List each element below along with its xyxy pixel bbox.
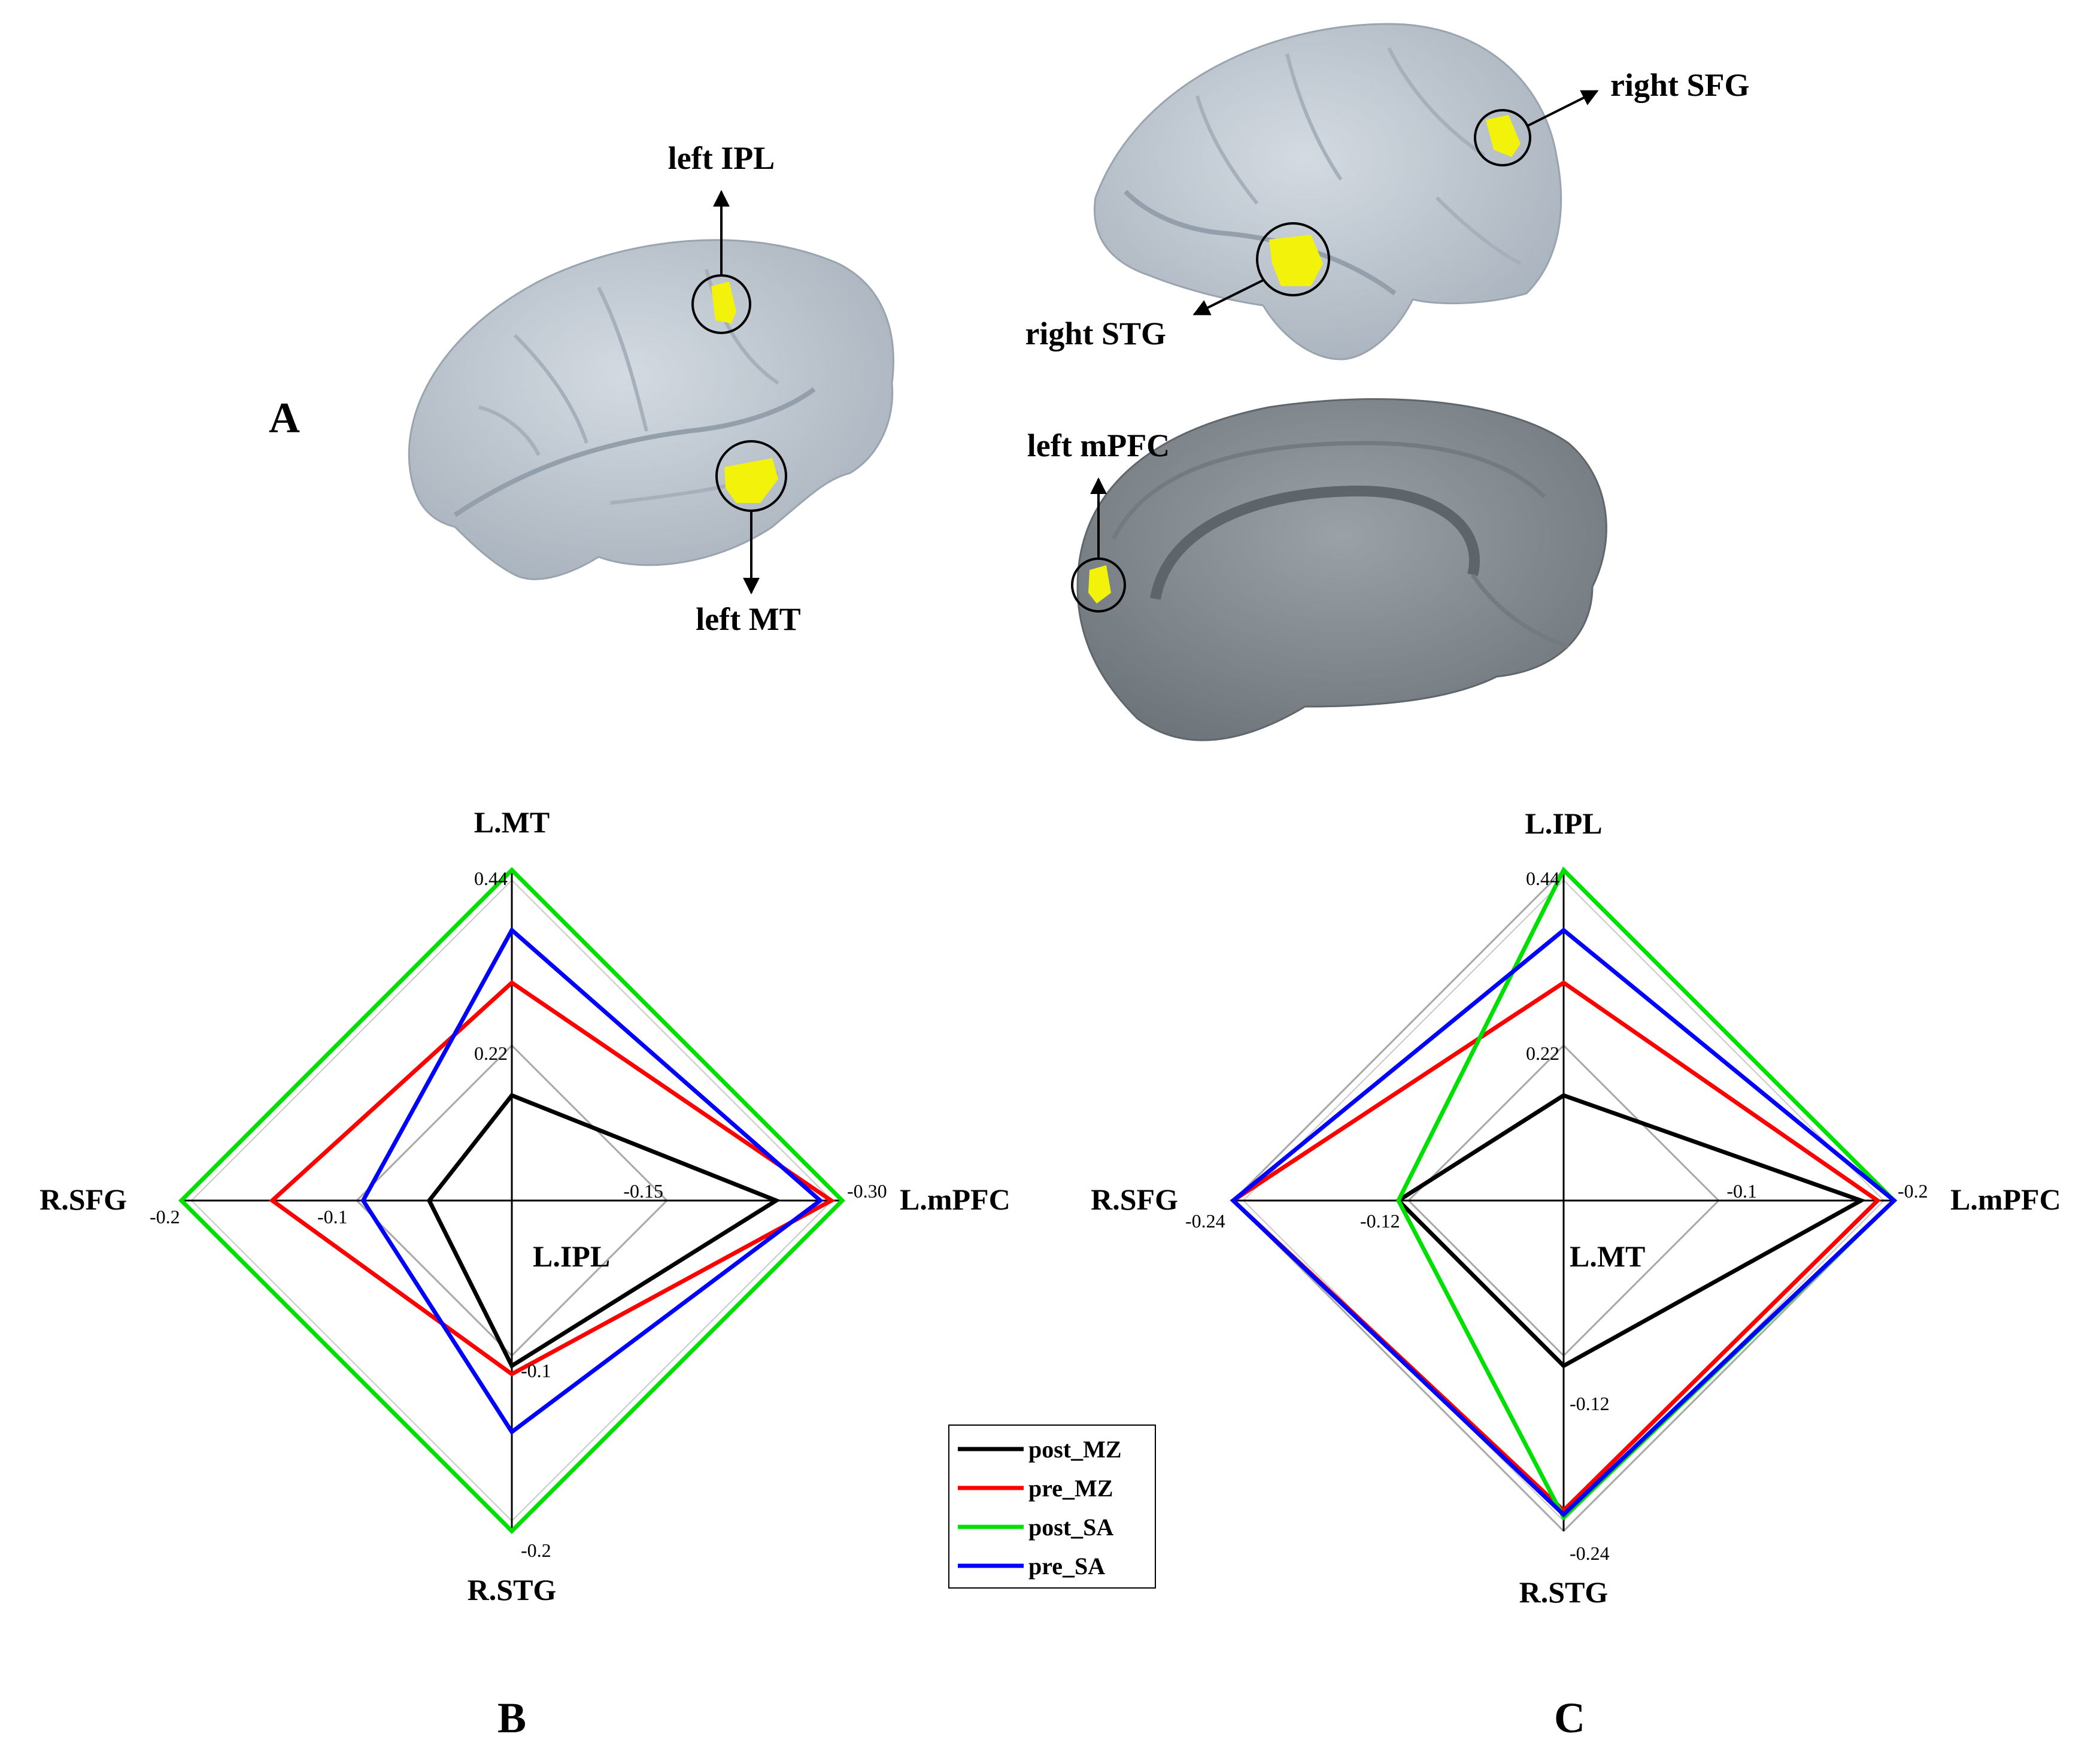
- right-sfg-arrow: [1527, 90, 1599, 127]
- left-mt-highlight: [724, 458, 778, 503]
- panel-a: A left IPL left MT: [269, 23, 1750, 741]
- right-sfg-label: right SFG: [1610, 67, 1750, 103]
- radar-c-series: [1230, 866, 1898, 1521]
- left-lateral-brain: left IPL left MT: [408, 140, 894, 637]
- radar-chart-c: L.IPL L.mPFC R.STG R.SFG L.MT 0.44 0.22 …: [1091, 807, 2061, 1742]
- radar-c-tick-right-mid: -0.1: [1726, 1180, 1757, 1202]
- left-lateral-surface: [408, 239, 894, 580]
- radar-b-tick-left-mid: -0.1: [317, 1206, 348, 1227]
- legend-item-post-sa: post_SA: [958, 1514, 1113, 1541]
- radar-c-series-pre-sa: [1230, 927, 1898, 1518]
- right-lateral-brain: right SFG right STG: [1025, 23, 1750, 360]
- radar-chart-b: L.MT L.mPFC R.STG R.SFG L.IPL 0.44 0.22 …: [40, 805, 1010, 1742]
- left-ipl-label: left IPL: [668, 140, 775, 176]
- radar-b-series-post-sa: [178, 867, 845, 1534]
- radar-b-axis-label-right: L.mPFC: [900, 1183, 1010, 1216]
- medial-sulcus-2: [1471, 574, 1570, 649]
- radar-b-tick-bottom-mid: -0.1: [521, 1360, 551, 1381]
- panel-b-letter: B: [497, 1694, 526, 1742]
- radar-b-tick-right-max: -0.30: [847, 1180, 887, 1202]
- radar-c-axis-label-top: L.IPL: [1525, 807, 1602, 840]
- radar-c-tick-bottom-mid: -0.12: [1570, 1393, 1610, 1414]
- legend-item-post-mz: post_MZ: [958, 1436, 1122, 1463]
- right-lateral-surface: [1094, 23, 1562, 360]
- radar-b-labels: L.MT L.mPFC R.STG R.SFG L.IPL 0.44 0.22 …: [40, 805, 1010, 1607]
- right-sulcus-3: [1387, 47, 1486, 157]
- radar-c-tick-bottom-max: -0.24: [1570, 1542, 1610, 1564]
- radar-b-series-post-mz: [426, 1093, 781, 1369]
- radar-c-tick-left-mid: -0.12: [1360, 1210, 1400, 1232]
- radar-b-tick-left-max: -0.2: [150, 1206, 180, 1227]
- radar-b-axis-label-top: L.MT: [474, 805, 550, 839]
- radar-c-center-label: L.MT: [1570, 1239, 1645, 1273]
- radar-c-axis-label-bottom: R.STG: [1519, 1575, 1609, 1609]
- legend-item-pre-mz: pre_MZ: [958, 1475, 1113, 1502]
- radar-b-series: [178, 867, 845, 1534]
- right-sylvian-fissure: [1124, 190, 1397, 296]
- radar-c-labels: L.IPL L.mPFC R.STG R.SFG L.MT 0.44 0.22 …: [1091, 807, 2061, 1609]
- legend-item-pre-sa: pre_SA: [958, 1553, 1105, 1580]
- legend-label-post-mz: post_MZ: [1028, 1436, 1122, 1463]
- medial-sulcus-1: [1111, 441, 1546, 540]
- panel-a-letter: A: [269, 394, 300, 442]
- radar-c-axis-label-left: R.SFG: [1091, 1183, 1178, 1216]
- radar-b-center-label: L.IPL: [533, 1239, 610, 1273]
- radar-b-tick-right-mid: -0.15: [623, 1180, 663, 1202]
- left-mt-label: left MT: [696, 601, 800, 637]
- left-medial-brain: left mPFC: [1027, 398, 1607, 741]
- left-mpfc-label: left mPFC: [1027, 428, 1170, 463]
- panel-c-letter: C: [1554, 1694, 1585, 1742]
- right-sfg-circle: [1474, 109, 1531, 166]
- radar-b-tick-top-mid: 0.22: [474, 1042, 508, 1064]
- right-stg-arrow: [1192, 279, 1264, 316]
- right-stg-circle: [1256, 222, 1330, 296]
- left-sulcus-4: [478, 405, 541, 456]
- right-sfg-highlight: [1486, 115, 1521, 157]
- right-sulcus-4: [1435, 196, 1522, 265]
- radar-b-tick-top-max: 0.44: [474, 868, 508, 889]
- right-stg-label: right STG: [1025, 316, 1166, 351]
- radar-c-series-post-sa: [1396, 866, 1898, 1521]
- legend: post_MZ pre_MZ post_SA pre_SA: [948, 1424, 1156, 1589]
- radar-b-axis-label-bottom: R.STG: [468, 1573, 557, 1607]
- corpus-callosum: [1150, 485, 1480, 600]
- radar-c-series-post-mz: [1395, 1093, 1867, 1369]
- legend-label-pre-sa: pre_SA: [1028, 1553, 1105, 1580]
- legend-label-pre-mz: pre_MZ: [1028, 1475, 1113, 1502]
- right-stg-highlight: [1269, 235, 1323, 286]
- radar-b-series-pre-mz: [269, 980, 836, 1377]
- radar-b-series-pre-sa: [360, 926, 824, 1435]
- radar-b-tick-bottom-max: -0.2: [521, 1539, 551, 1561]
- right-sulcus-2: [1285, 53, 1343, 181]
- legend-box: [948, 1424, 1156, 1589]
- radar-c-grid: [1231, 868, 1896, 1533]
- right-sulcus-1: [1195, 95, 1259, 205]
- left-medial-surface: [1076, 398, 1607, 741]
- left-sylvian-fissure: [453, 387, 816, 517]
- radar-c-tick-top-mid: 0.22: [1526, 1042, 1559, 1064]
- radar-c-tick-top-max: 0.44: [1526, 868, 1559, 889]
- radar-b-axis-label-left: R.SFG: [40, 1183, 127, 1216]
- left-ipl-highlight: [711, 281, 736, 323]
- radar-c-series-pre-mz: [1230, 980, 1881, 1514]
- left-sulcus-1: [513, 334, 588, 444]
- left-sulcus-2: [597, 286, 648, 432]
- left-mpfc-highlight: [1088, 565, 1111, 604]
- radar-c-axis-label-right: L.mPFC: [1950, 1183, 2061, 1216]
- radar-c-tick-left-max: -0.24: [1185, 1210, 1225, 1232]
- legend-label-post-sa: post_SA: [1028, 1514, 1113, 1541]
- radar-c-tick-right-max: -0.2: [1898, 1180, 1928, 1202]
